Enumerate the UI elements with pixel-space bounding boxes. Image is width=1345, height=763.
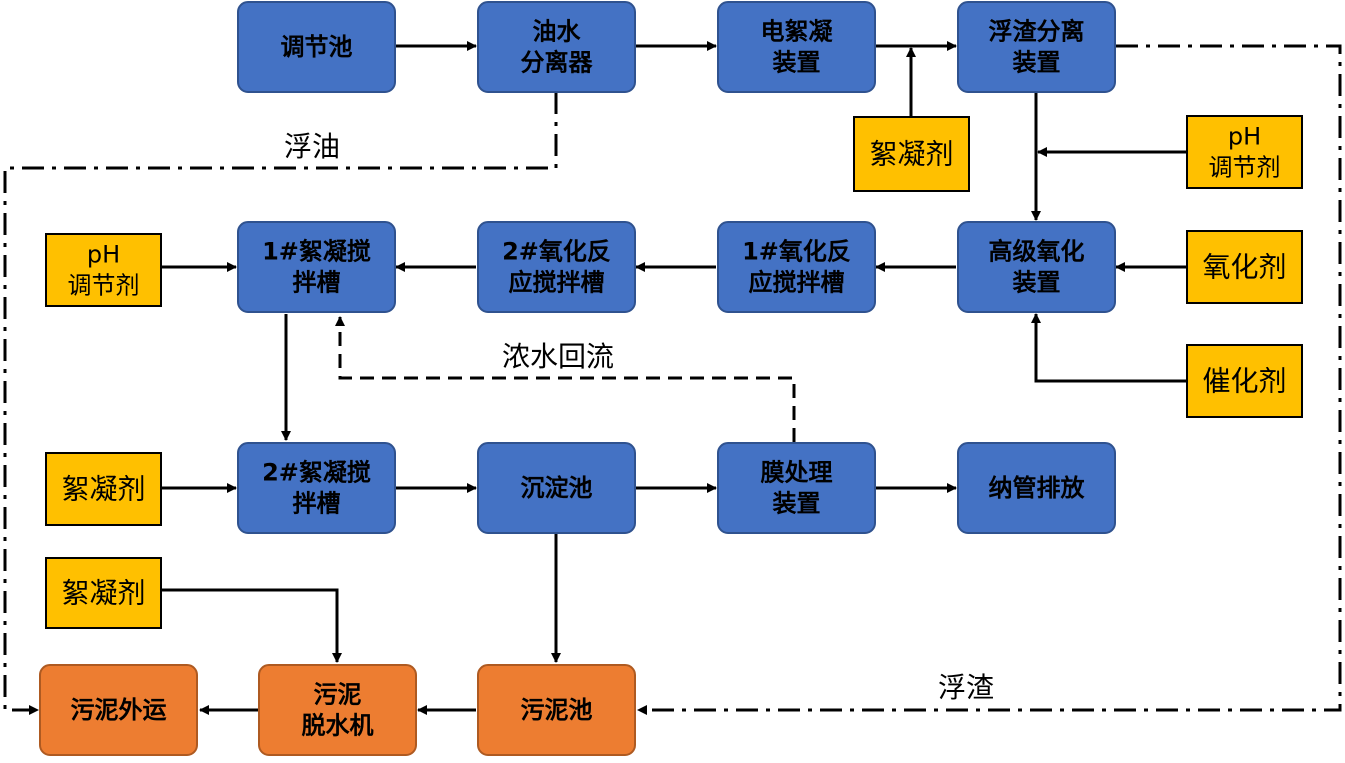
node-gaoji-yanghua-zhuangzhi-label-2: 装置 xyxy=(1013,268,1061,296)
node-fuzha-fenli-zhuangzhi-label-2: 装置 xyxy=(1013,48,1061,76)
node-2-xuning-jiaobancao-label-2: 拌槽 xyxy=(293,489,341,517)
node-wunichi-box xyxy=(477,664,636,756)
node-2-yanghua-jiaobancao-box xyxy=(477,221,636,313)
node-wuni-waiyun-label-1: 污泥外运 xyxy=(71,696,167,724)
node-dianxuning-zhuangzhi-box xyxy=(717,1,876,93)
node-dianxuning-zhuangzhi-label-1: 电絮凝 xyxy=(761,18,834,46)
arrow-cuihuaji-to-gaoji xyxy=(1031,313,1186,383)
node-wunichi-label-1: 污泥池 xyxy=(521,696,593,724)
node-1-yanghua-jiaobancao-label-2: 应搅拌槽 xyxy=(749,268,845,296)
arrow-fuzha-return xyxy=(637,44,1342,715)
node-1-xuning-jiaobancao-box xyxy=(237,221,396,313)
node-xuningji-top-box xyxy=(853,116,970,192)
node-ph-tiaojieji-right-box xyxy=(1186,115,1303,189)
node-gaoji-yanghua-zhuangzhi-box xyxy=(957,221,1116,313)
arrow-fuyou xyxy=(3,92,558,715)
node-wuni-tuoshuiji-label-1: 污泥 xyxy=(314,681,362,709)
return-connectors xyxy=(3,44,1342,715)
node-mo-chuli-zhuangzhi-label-1: 膜处理 xyxy=(760,459,833,487)
node-xuningji-mid-box xyxy=(45,452,162,526)
flow-connectors xyxy=(162,41,1186,715)
node-tiaojiechi-box xyxy=(237,1,396,93)
node-chendianchi-box xyxy=(477,442,636,534)
process-nodes: 调节池油水分离器电絮凝装置浮渣分离装置絮凝剂pH调节剂高级氧化装置氧化剂催化剂1… xyxy=(39,1,1303,756)
node-ph-tiaojieji-left-box xyxy=(45,233,162,307)
node-1-yanghua-jiaobancao-box xyxy=(717,221,876,313)
node-wuni-tuoshuiji-label-2: 脱水机 xyxy=(302,711,374,739)
node-chendianchi: 沉淀池 xyxy=(477,442,636,534)
node-wuni-waiyun: 污泥外运 xyxy=(39,664,198,756)
node-xuningji-top-label-1: 絮凝剂 xyxy=(869,138,953,171)
flow-labels: 浮油 浓水回流 浮渣 xyxy=(284,130,994,704)
arrow-xuningji-to-tuoshui xyxy=(162,588,342,663)
node-youshui-fenliqi-box xyxy=(477,1,636,93)
node-cuihuaji-box xyxy=(1186,344,1303,418)
node-naguan-paifang: 纳管排放 xyxy=(957,442,1116,534)
node-2-yanghua-jiaobancao-label-2: 应搅拌槽 xyxy=(509,268,605,296)
label-fuyou: 浮油 xyxy=(284,130,340,163)
label-fuzha: 浮渣 xyxy=(938,671,994,704)
node-ph-tiaojieji-right-label-2: 调节剂 xyxy=(1209,153,1281,181)
node-1-yanghua-jiaobancao-label-1: 1#氧化反 xyxy=(742,238,851,266)
node-1-xuning-jiaobancao-label-2: 拌槽 xyxy=(293,268,341,296)
node-tiaojiechi: 调节池 xyxy=(237,1,396,93)
arrow-nongshui-huiliu xyxy=(335,316,796,442)
node-wunichi: 污泥池 xyxy=(477,664,636,756)
node-2-xuning-jiaobancao-label-1: 2#絮凝搅 xyxy=(262,459,371,487)
node-gaoji-yanghua-zhuangzhi-label-1: 高级氧化 xyxy=(989,238,1085,266)
node-chendianchi-label-1: 沉淀池 xyxy=(521,474,593,502)
node-1-xuning-jiaobancao-label-1: 1#絮凝搅 xyxy=(262,238,371,266)
node-xuningji-bottom-box xyxy=(45,557,162,629)
node-ph-tiaojieji-left-label-2: 调节剂 xyxy=(68,271,140,299)
node-mo-chuli-zhuangzhi-label-2: 装置 xyxy=(773,489,821,517)
node-yanghuaji-box xyxy=(1186,230,1303,304)
node-naguan-paifang-box xyxy=(957,442,1116,534)
node-naguan-paifang-label-1: 纳管排放 xyxy=(989,474,1086,502)
node-ph-tiaojieji-left-label-1: pH xyxy=(87,241,120,269)
node-xuningji-top: 絮凝剂 xyxy=(853,116,970,192)
node-dianxuning-zhuangzhi-label-2: 装置 xyxy=(773,48,821,76)
label-nongshui-huiliu: 浓水回流 xyxy=(502,340,614,373)
node-wuni-tuoshuiji-box xyxy=(258,664,417,756)
node-yanghuaji-label-1: 氧化剂 xyxy=(1202,251,1286,284)
node-2-xuning-jiaobancao-box xyxy=(237,442,396,534)
node-yanghuaji: 氧化剂 xyxy=(1186,230,1303,304)
node-2-yanghua-jiaobancao-label-1: 2#氧化反 xyxy=(502,238,611,266)
node-xuningji-mid: 絮凝剂 xyxy=(45,452,162,526)
node-xuningji-bottom-label-1: 絮凝剂 xyxy=(61,577,145,610)
node-fuzha-fenli-zhuangzhi-box xyxy=(957,1,1116,93)
node-mo-chuli-zhuangzhi-box xyxy=(717,442,876,534)
node-xuningji-bottom: 絮凝剂 xyxy=(45,557,162,629)
node-ph-tiaojieji-right-label-1: pH xyxy=(1228,123,1261,151)
node-youshui-fenliqi-label-2: 分离器 xyxy=(521,48,594,76)
node-tiaojiechi-label-1: 调节池 xyxy=(281,33,353,61)
node-fuzha-fenli-zhuangzhi-label-1: 浮渣分离 xyxy=(989,18,1085,46)
node-wuni-waiyun-box xyxy=(39,664,198,756)
node-cuihuaji: 催化剂 xyxy=(1186,344,1303,418)
node-youshui-fenliqi-label-1: 油水 xyxy=(533,18,582,46)
node-cuihuaji-label-1: 催化剂 xyxy=(1202,365,1286,398)
node-xuningji-mid-label-1: 絮凝剂 xyxy=(61,473,145,506)
